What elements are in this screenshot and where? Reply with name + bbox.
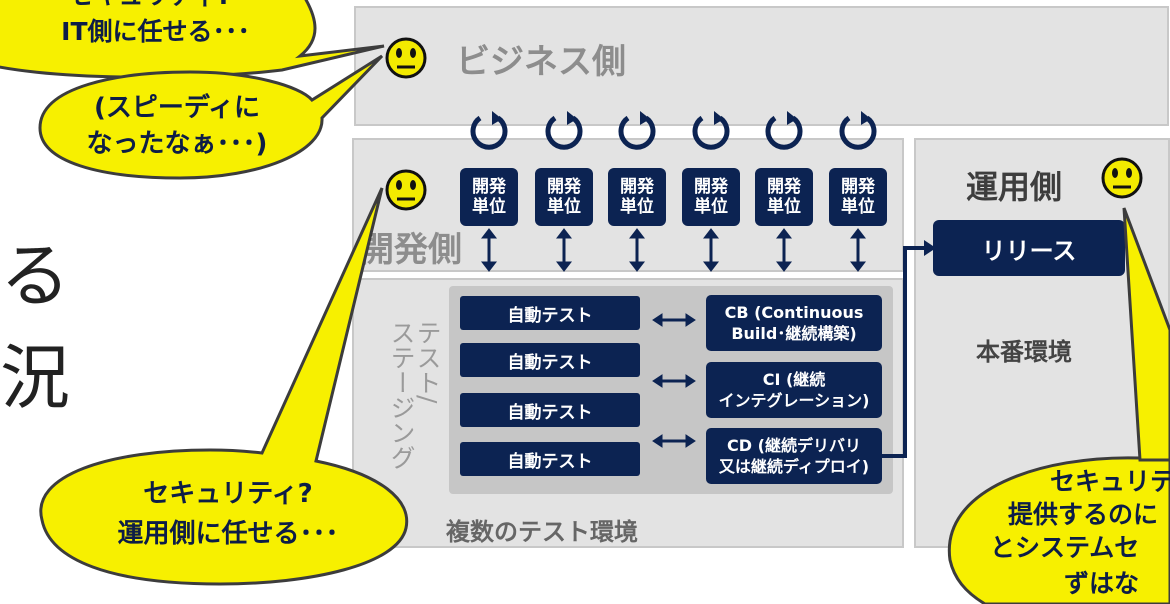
ci-box: CI (継続 インテグレーション) <box>706 362 882 418</box>
dev-unit: 開発 単位 <box>682 168 740 226</box>
dev-unit: 開発 単位 <box>755 168 813 226</box>
partial-heading-line1: る <box>0 235 70 317</box>
neutral-face-icon <box>385 37 427 79</box>
updown-arrow-icon <box>628 228 646 272</box>
bubble-ops-tail <box>1122 207 1170 462</box>
cd-box: CD (継続デリバリ 又は継続ディプロイ) <box>706 428 882 484</box>
prod-env-label: 本番環境 <box>976 338 1072 366</box>
bubble-ops-line3: とシステムセ <box>990 533 1140 562</box>
bubble-top <box>0 0 385 79</box>
leftright-arrow-icon <box>652 434 696 448</box>
bubble-dev-line2: 運用側に任せる･･･ <box>117 519 339 549</box>
updown-arrow-icon <box>555 228 573 272</box>
updown-arrow-icon <box>849 228 867 272</box>
bubble-speedy-line2: なったなぁ･･･) <box>86 129 268 159</box>
dev-unit: 開発 単位 <box>608 168 666 226</box>
dev-unit: 開発 単位 <box>460 168 518 226</box>
release-flow-arrow <box>882 240 936 458</box>
bubble-top-line1: セキュリティ? <box>40 0 260 14</box>
cb-box: CB (Continuous Build･継続構築) <box>706 295 882 351</box>
release-box: リリース <box>933 220 1125 276</box>
ops-title: 運用側 <box>966 168 1063 206</box>
business-title: ビジネス側 <box>456 42 626 82</box>
dev-unit: 開発 単位 <box>829 168 887 226</box>
leftright-arrow-icon <box>652 313 696 327</box>
dev-unit: 開発 単位 <box>535 168 593 226</box>
dev-title: 開発側 <box>360 230 462 270</box>
bubble-ops-line1: セキュリテ <box>1050 467 1170 496</box>
updown-arrows <box>480 228 867 272</box>
updown-arrow-icon <box>702 228 720 272</box>
neutral-face-icon <box>1101 157 1143 199</box>
bubble-dev-line1: セキュリティ? <box>143 479 313 509</box>
bubble-speedy-line1: (スピーディに <box>93 93 261 123</box>
business-panel <box>354 6 1169 126</box>
auto-test-box: 自動テスト <box>460 296 640 330</box>
neutral-face-icon <box>385 169 427 211</box>
bubble-ops-line2: 提供するのに <box>1008 500 1159 529</box>
auto-test-box: 自動テスト <box>460 393 640 427</box>
leftright-arrow-icon <box>652 374 696 388</box>
leftright-arrows <box>652 313 696 448</box>
auto-test-box: 自動テスト <box>460 343 640 377</box>
staging-vertical-label: テスト/ ステージング <box>387 320 442 470</box>
bubble-ops-line4: ずはな <box>1064 569 1140 598</box>
updown-arrow-icon <box>775 228 793 272</box>
bubble-speedy <box>38 54 384 180</box>
auto-test-box: 自動テスト <box>460 442 640 476</box>
partial-heading-line2: 況 <box>0 337 70 419</box>
bubble-ops <box>947 456 1170 604</box>
staging-env-label: 複数のテスト環境 <box>446 518 638 546</box>
bubble-dev-security <box>39 187 409 586</box>
bubble-top-line2: IT側に任せる･･･ <box>61 17 250 46</box>
updown-arrow-icon <box>480 228 498 272</box>
